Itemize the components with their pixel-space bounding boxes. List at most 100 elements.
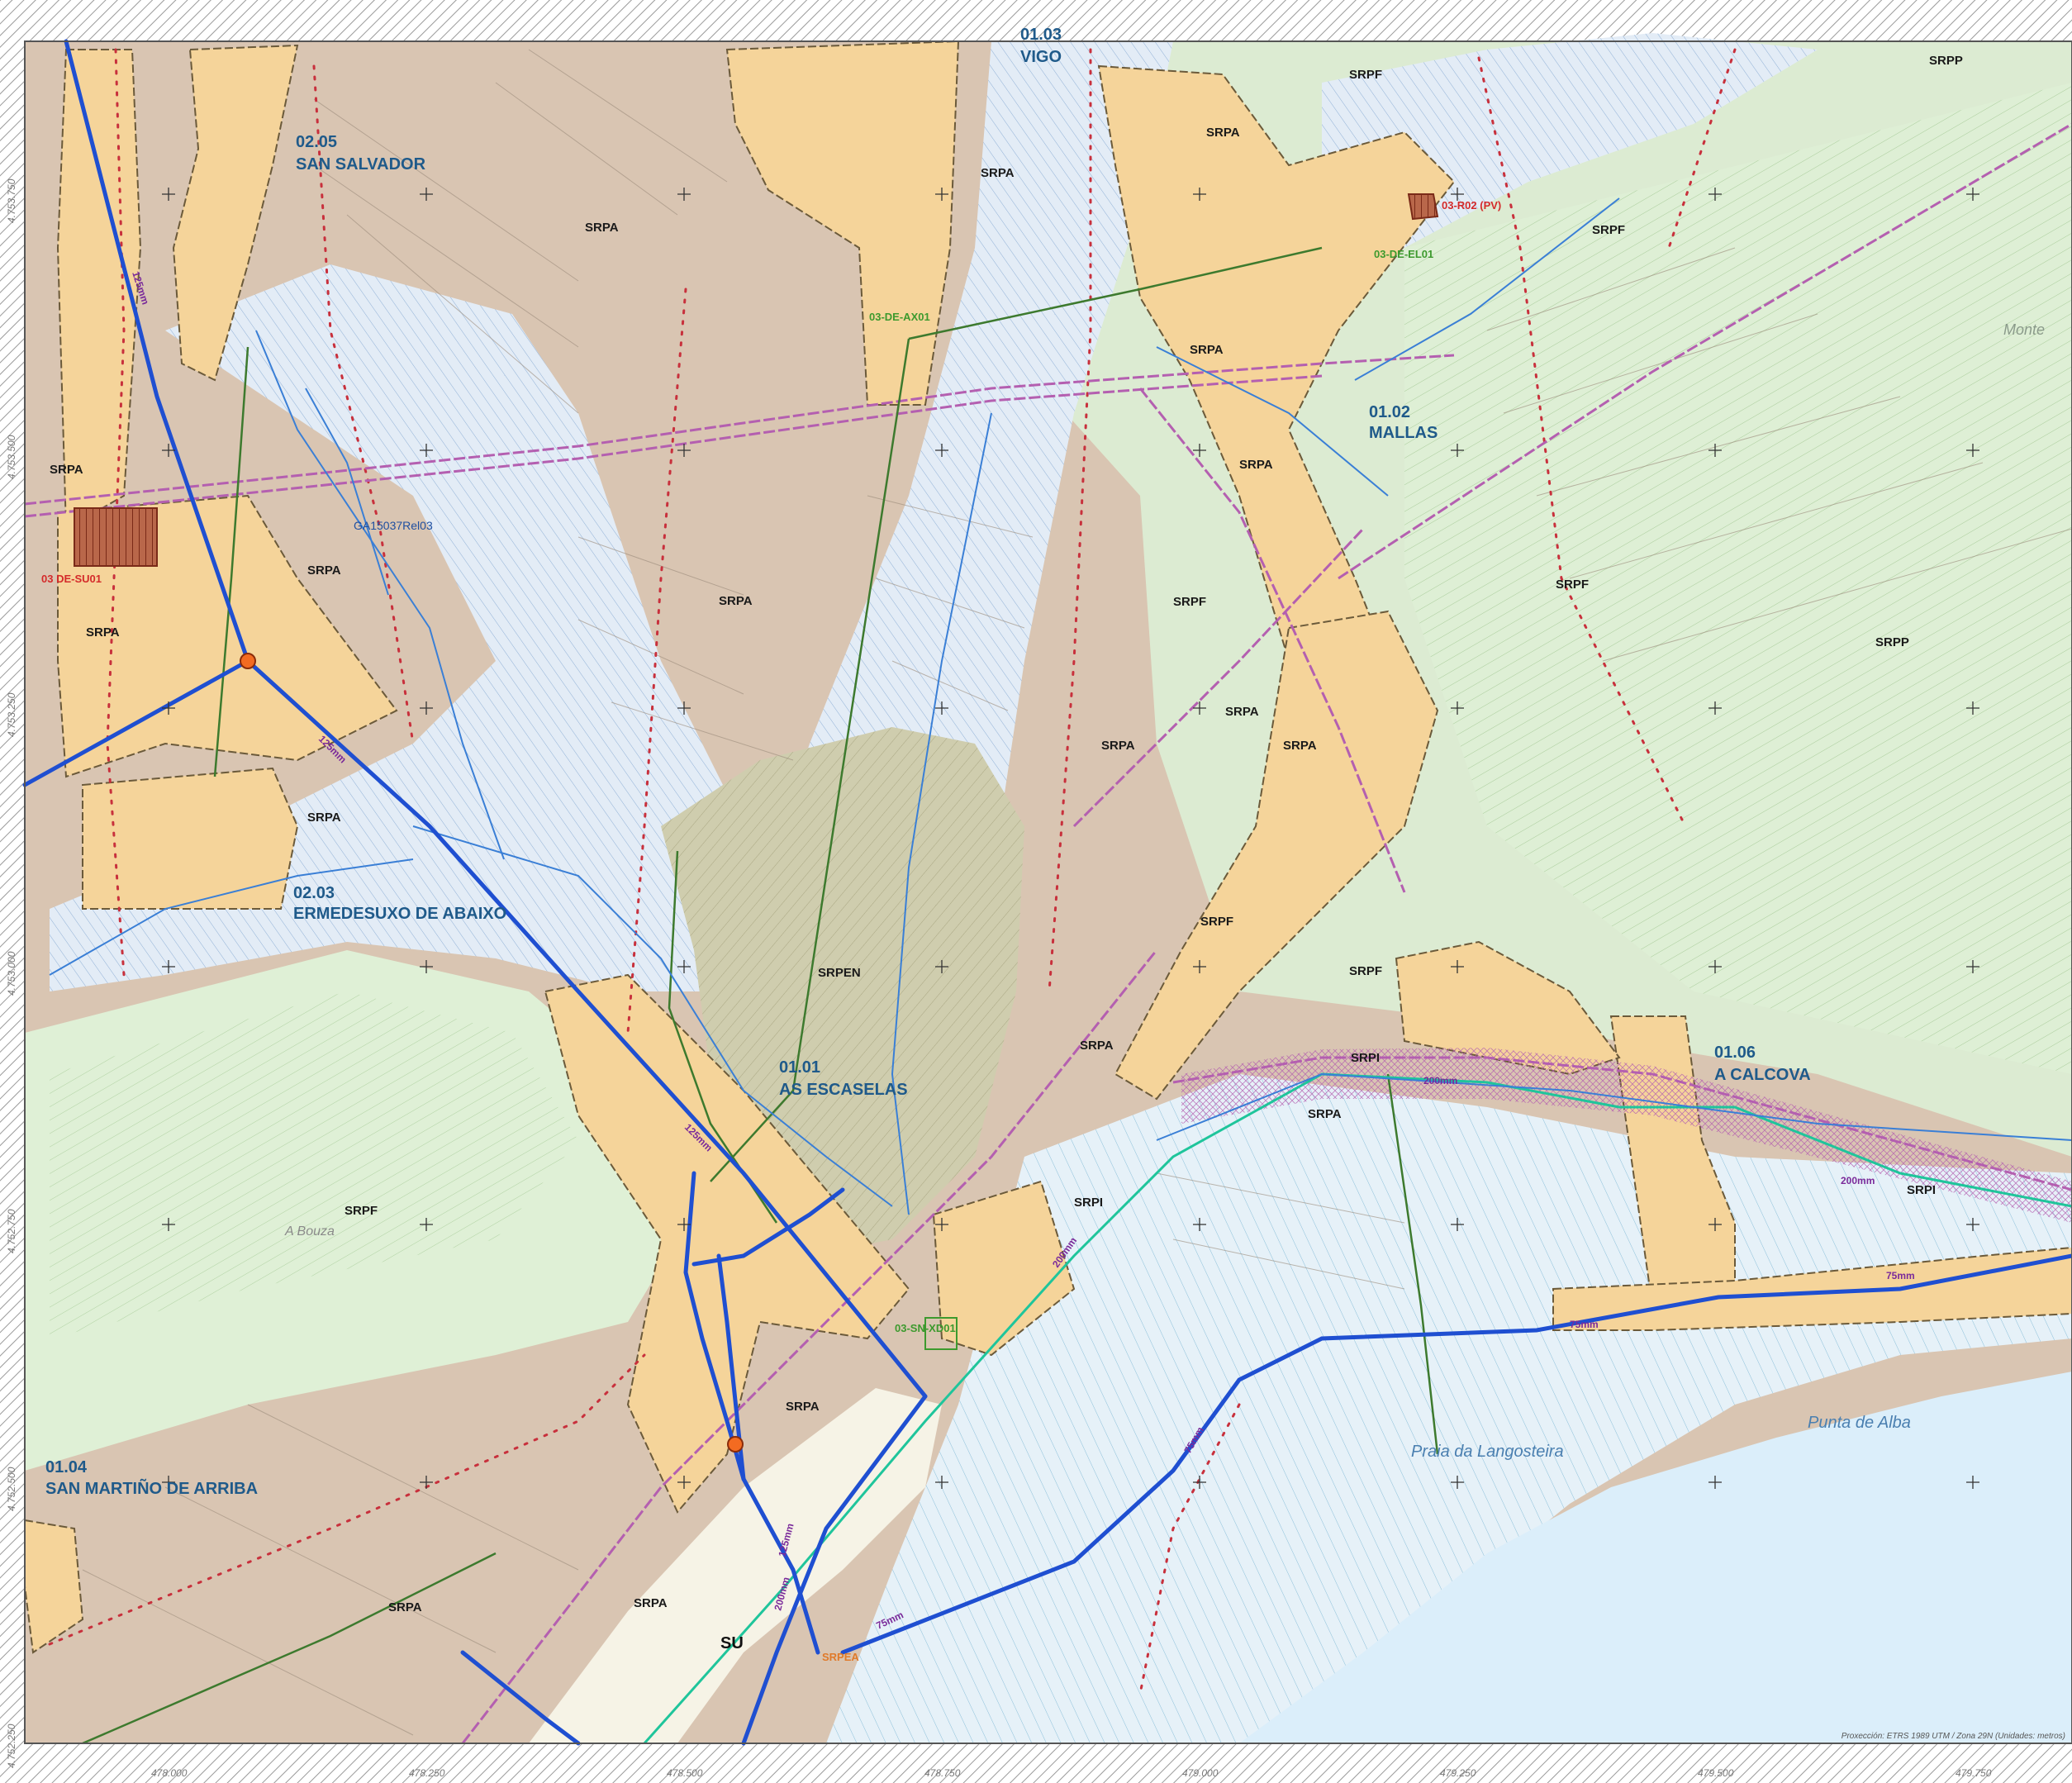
place-label-escaselas: 01.01 AS ESCASELAS <box>779 1058 908 1099</box>
zone-label-srpi: SRPI <box>1074 1196 1103 1210</box>
main-south <box>741 1476 820 1655</box>
toponym-monte: Monte <box>2003 321 2045 338</box>
zone-label-srpa: SRPA <box>585 221 619 235</box>
place-label-vigo: 01.03 VIGO <box>1020 26 1062 66</box>
zone-label-srpen: SRPEN <box>818 966 861 980</box>
place-code: 01.01 <box>779 1058 820 1077</box>
protection-boundaries <box>48 48 1737 1695</box>
place-label-calcova: 01.06 A CALCOVA <box>1714 1044 1811 1084</box>
main-south-2 <box>741 1394 928 1746</box>
pipe-label: 75mm <box>1570 1319 1599 1330</box>
code-ga: GA15037Rel03 <box>354 519 433 532</box>
corridor-ew-north <box>24 354 1455 506</box>
axis-tick-x: 479.250 <box>1440 1767 1476 1779</box>
place-label-ermedesuxo: 02.03 ERMEDESUXO DE ABAIXO <box>293 884 506 923</box>
zone-label-srpp: SRPP <box>1875 635 1909 649</box>
place-label-mallas: 01.02 MALLAS <box>1369 403 1438 442</box>
streams <box>49 197 2072 1215</box>
pipe-label: 75mm <box>1886 1270 1915 1281</box>
axis-tick-y: 4.753.250 <box>6 692 17 737</box>
toponym-praia: Praia da Langosteira <box>1411 1443 1564 1461</box>
settlement-mallas-east <box>1395 940 1621 1076</box>
place-label-martino: 01.04 SAN MARTIÑO DE ARRIBA <box>45 1458 258 1498</box>
settlement-mallas-south <box>1114 610 1439 1101</box>
main-junction <box>716 1253 746 1481</box>
pipe-label: 200mm <box>1423 1075 1457 1086</box>
axis-tick-x: 479.500 <box>1698 1767 1734 1779</box>
parcel-lines <box>82 49 2072 1736</box>
zone-label-srpa: SRPA <box>1101 739 1135 753</box>
water-zone-creek <box>1322 33 1818 289</box>
toponym-bouza: A Bouza <box>284 1224 335 1239</box>
place-name: SAN SALVADOR <box>296 155 426 174</box>
place-code: 01.03 <box>1020 26 1062 44</box>
axis-tick-y: 4.753.000 <box>6 951 17 996</box>
axis-tick-y: 4.752.250 <box>6 1724 17 1768</box>
place-name: ERMEDESUXO DE ABAIXO <box>293 905 506 923</box>
zone-label-srpf: SRPF <box>345 1204 378 1218</box>
zone-label-srpa: SRPA <box>1080 1039 1114 1053</box>
code-de-el01: 03-DE-EL01 <box>1374 248 1433 260</box>
settlement-calcova-east <box>1552 1246 2072 1331</box>
zone-label-srpa: SRPA <box>307 811 341 825</box>
place-code: 01.04 <box>45 1458 88 1476</box>
zone-label-srpa: SRPA <box>981 166 1015 180</box>
node-crossroads <box>240 653 256 669</box>
zone-label-su: SU <box>720 1634 744 1652</box>
map-inner: SRPA SRPA SRPA SRPA SRPA SRPA SRPA SRPA … <box>22 26 2072 1746</box>
place-name: SAN MARTIÑO DE ARRIBA <box>45 1479 258 1498</box>
zone-label-srpa: SRPA <box>1239 458 1273 472</box>
zone-label-srpa: SRPA <box>1308 1107 1342 1121</box>
zone-label-srpa: SRPA <box>719 594 753 608</box>
place-name: AS ESCASELAS <box>779 1081 908 1099</box>
axis-tick-x: 478.500 <box>667 1767 703 1779</box>
zone-label-srpa: SRPA <box>1190 343 1224 357</box>
node-south <box>727 1436 744 1453</box>
green-network-lines <box>82 246 1439 1745</box>
zone-label-srpf: SRPF <box>1200 915 1233 929</box>
zone-label-srpp: SRPP <box>1929 54 1963 68</box>
main-coastal <box>840 1253 2072 1655</box>
settlement-escaselas-east <box>932 1180 1076 1357</box>
place-name: VIGO <box>1020 48 1062 66</box>
settlement-san-salvador <box>172 44 299 382</box>
forest-zone-west-hatched <box>50 991 578 1338</box>
zone-label-srpa: SRPA <box>1283 739 1317 753</box>
code-sn-xd01: 03-SN-XD01 <box>895 1322 956 1334</box>
zone-label-srpf: SRPF <box>1349 68 1382 82</box>
axis-left: 4.753.750 4.753.500 4.753.250 4.753.000 … <box>6 178 17 1768</box>
axis-tick-y: 4.753.500 <box>6 435 17 479</box>
axis-tick-x: 479.750 <box>1956 1767 1992 1779</box>
projection-note: Proxección: ETRS 1989 UTM / Zona 29N (Un… <box>1842 1732 2065 1741</box>
zone-label-srpa: SRPA <box>634 1596 668 1610</box>
main-southwest <box>460 1650 581 1746</box>
zone-label-srpa: SRPA <box>50 463 83 477</box>
zone-label-srpa: SRPA <box>307 563 341 578</box>
axis-bottom: 478.000 478.250 478.500 478.750 479.000 … <box>151 1767 1992 1779</box>
main-diagonal <box>245 659 928 1399</box>
zone-label-srpi: SRPI <box>1351 1051 1380 1065</box>
main-west <box>22 659 250 787</box>
inner-border <box>24 40 2072 1744</box>
axis-tick-y: 4.752.500 <box>6 1467 17 1511</box>
place-code: 02.05 <box>296 133 337 151</box>
area-sn-xd01 <box>924 1317 958 1350</box>
zone-label-srpa: SRPA <box>388 1600 422 1614</box>
axis-tick-y: 4.753.750 <box>6 178 17 223</box>
area-r02 <box>1407 193 1439 221</box>
grid-crosses <box>162 188 1979 1489</box>
code-r02: 03-R02 (PV) <box>1442 199 1501 212</box>
zone-label-srpf: SRPF <box>1349 964 1382 978</box>
place-name: A CALCOVA <box>1714 1066 1811 1084</box>
axis-tick-x: 478.000 <box>151 1767 188 1779</box>
zone-label-srpi: SRPI <box>1907 1183 1936 1197</box>
place-code: 01.06 <box>1714 1044 1756 1062</box>
area-de-su01 <box>74 507 158 567</box>
corridor-ew-north-2 <box>24 374 1323 518</box>
zone-label-srpea: SRPEA <box>822 1651 859 1663</box>
toponym-punta: Punta de Alba <box>1808 1414 1911 1432</box>
zone-label-srpf: SRPF <box>1556 578 1589 592</box>
coastal-zone <box>826 1074 2072 1743</box>
zone-label-srpa: SRPA <box>1206 126 1240 140</box>
